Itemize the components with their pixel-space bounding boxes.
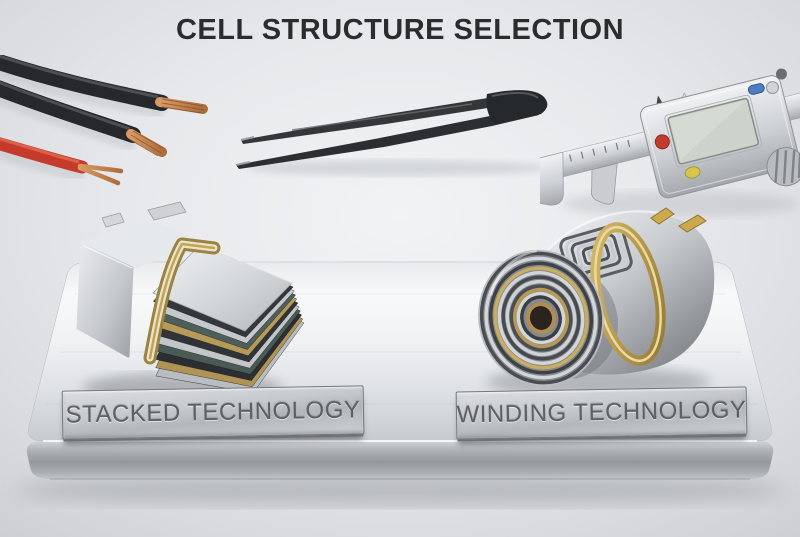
blue-button: [747, 83, 765, 95]
tweezers-lower-prong: [236, 106, 539, 169]
red-wire: [0, 137, 124, 186]
stacked-cell-image: [76, 201, 305, 394]
tweezers-upper-prong: [241, 94, 545, 144]
yellow-button: [684, 166, 701, 179]
wound-cell-image: [478, 207, 715, 387]
lcd-screen: [667, 97, 759, 165]
silver-knob: [765, 81, 779, 95]
gold-wrap-band: [143, 237, 221, 365]
cell-terminal-tabs: [101, 201, 187, 228]
tweezers-image: [235, 90, 548, 176]
caliper-fixed-jaw: [540, 151, 564, 206]
electrode-stack: [152, 244, 305, 394]
tweezers-handle: [486, 90, 548, 124]
winding-technology-label: WINDING TECHNOLOGY: [456, 396, 747, 429]
page-title: CELL STRUCTURE SELECTION: [175, 14, 625, 46]
cell-terminal-tabs: [650, 207, 707, 233]
winding-technology-plaque: WINDING TECHNOLOGY: [455, 386, 748, 440]
core-hole: [529, 306, 553, 330]
stacked-technology-label: STACKED TECHNOLOGY: [65, 395, 361, 429]
digital-caliper-image: [540, 68, 800, 217]
platform-front-face: [26, 441, 774, 479]
cell-casing: [76, 220, 204, 358]
black-wire-1: [0, 55, 208, 114]
stacked-technology-plaque: STACKED TECHNOLOGY: [61, 385, 365, 440]
caliper-movable-jaw: [591, 162, 618, 205]
stripped-wires-image: [0, 55, 208, 186]
red-button: [654, 134, 670, 150]
lock-knob: [775, 68, 787, 80]
spiral-face: [478, 249, 604, 387]
black-wire-2: [0, 80, 167, 157]
